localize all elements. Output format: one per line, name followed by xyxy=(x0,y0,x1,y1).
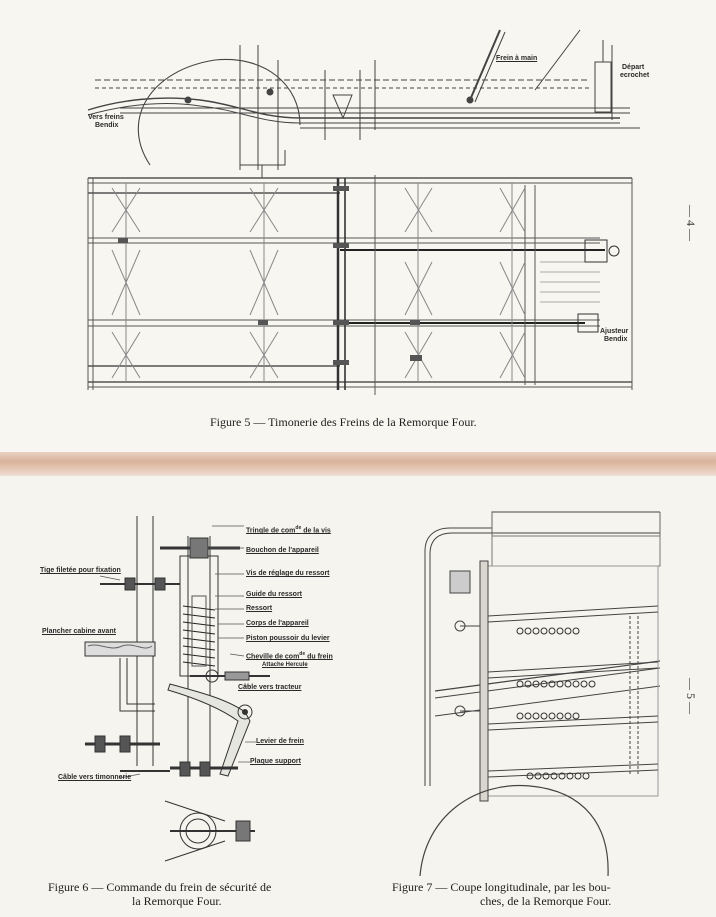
label-ecrochet: ecrochet xyxy=(620,72,650,79)
label-cable-tracteur: Câble vers tracteur xyxy=(238,684,302,691)
label-piston: Piston poussoir du levier xyxy=(246,635,330,642)
page-number-5: — 5 — xyxy=(684,678,698,714)
figure6-caption-line1: Figure 6 — Commande du frein de sécurité… xyxy=(48,880,272,894)
label-vers-freins: Vers freins xyxy=(88,114,124,121)
label-bendix-2: Bendix xyxy=(604,336,628,343)
label-vis-reglage: Vis de réglage du ressort xyxy=(246,570,330,577)
label-cheville: Cheville de comde du frein xyxy=(246,651,333,661)
page-fold xyxy=(0,452,716,478)
label-guide: Guide du ressort xyxy=(246,591,303,598)
figure5-side-view xyxy=(87,29,640,395)
label-attache: Attache Hercule xyxy=(262,662,308,668)
label-cable-timonnerie: Câble vers timonnerie xyxy=(58,774,132,781)
label-levier: Levier de frein xyxy=(256,738,304,745)
figure7-drawing xyxy=(419,511,661,877)
label-frein-a-main: Frein à main xyxy=(496,55,538,62)
label-bouchon: Bouchon de l'appareil xyxy=(246,547,319,554)
figure5-caption: Figure 5 — Timonerie des Freins de la Re… xyxy=(210,415,477,429)
label-ressort: Ressort xyxy=(246,605,273,612)
figure6-caption-line2: la Remorque Four. xyxy=(132,894,222,908)
label-plaque: Plaque support xyxy=(250,758,301,765)
lower-page xyxy=(0,476,716,917)
figure7-caption-line2: ches, de la Remorque Four. xyxy=(480,894,612,908)
label-tringle: Tringle de comde de la vis xyxy=(246,525,331,535)
label-bendix: Bendix xyxy=(95,122,119,129)
label-tige-filetee: Tige filetée pour fixation xyxy=(40,567,121,574)
label-depart: Départ xyxy=(622,64,645,71)
figure7-caption-line1: Figure 7 — Coupe longitudinale, par les … xyxy=(392,880,611,894)
figure6-drawing xyxy=(84,516,270,862)
figure5-plan-view xyxy=(87,175,633,395)
label-corps: Corps de l'appareil xyxy=(246,620,309,627)
upper-page xyxy=(0,0,716,455)
label-plancher: Plancher cabine avant xyxy=(42,628,116,635)
label-ajusteur: Ajusteur xyxy=(600,328,629,335)
page-number-4: — 4 — xyxy=(684,205,698,241)
